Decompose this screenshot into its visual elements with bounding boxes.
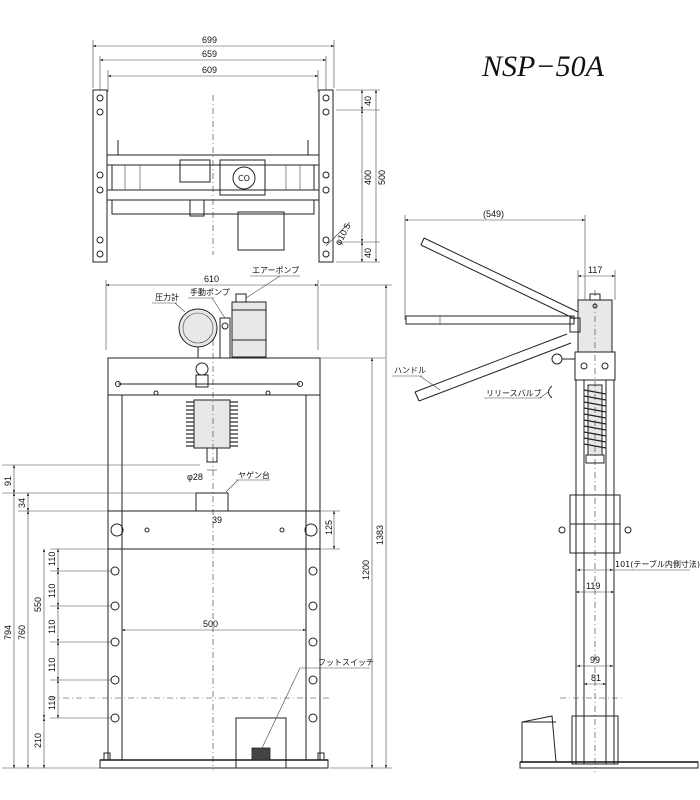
side-base <box>519 761 699 769</box>
foot-switch-label: フットスイッチ <box>318 658 374 667</box>
dim-110-2: 110 <box>47 584 57 598</box>
front-view: 610 エアーポンプ 手動ポンプ 圧力計 <box>2 266 392 770</box>
handle-level <box>405 315 575 325</box>
handle-down <box>414 333 572 402</box>
bed-table <box>107 510 321 550</box>
dim-81: 81 <box>591 673 601 683</box>
dim-659: 659 <box>202 49 217 59</box>
ram <box>206 447 218 463</box>
dim-117: 117 <box>588 265 602 275</box>
dim-400: 400 <box>363 170 373 185</box>
pressure-gauge-label: 圧力計 <box>155 292 179 302</box>
dim-609: 609 <box>202 65 217 75</box>
dim-1383: 1383 <box>375 525 385 545</box>
yagen-label: ヤゲン台 <box>238 470 270 480</box>
dim-699: 699 <box>202 35 217 45</box>
dim-500-inner: 500 <box>203 619 218 629</box>
air-pump <box>231 301 267 358</box>
dim-110-4: 110 <box>47 658 57 672</box>
handle-up <box>420 237 579 320</box>
dim-125: 125 <box>324 520 334 535</box>
dim-119: 119 <box>586 581 600 591</box>
handle-label: ハンドル <box>394 366 426 375</box>
dim-549: (549) <box>483 209 504 219</box>
side-foot-switch <box>521 715 557 763</box>
model-title: NSP−50A <box>481 50 605 83</box>
dim-110-1: 110 <box>47 552 57 566</box>
dim-40a: 40 <box>363 96 373 106</box>
dim-110-5: 110 <box>47 696 57 710</box>
front-base <box>99 759 329 769</box>
dim-39: 39 <box>212 515 222 525</box>
release-valve-knob <box>195 362 209 376</box>
hand-pump <box>219 317 231 359</box>
top-view: 699 659 609 CO <box>92 35 387 263</box>
top-reservoir <box>237 211 285 251</box>
dim-40b: 40 <box>363 248 373 258</box>
dim-91: 91 <box>3 476 13 486</box>
dim-ram-dia: φ28 <box>187 472 203 482</box>
yagen-table <box>195 492 229 512</box>
dim-210: 210 <box>33 733 43 748</box>
left-side-plate <box>92 89 108 263</box>
dim-760: 760 <box>17 625 27 640</box>
release-valve <box>551 353 563 365</box>
cylinder <box>193 399 231 449</box>
dim-610: 610 <box>204 274 219 284</box>
dim-99: 99 <box>590 655 600 665</box>
dim-110-3: 110 <box>47 620 57 634</box>
dim-hole-dia: φ10.5 <box>333 222 353 247</box>
dim-550: 550 <box>33 597 43 612</box>
dim-34: 34 <box>17 498 27 508</box>
left-column <box>107 394 123 761</box>
foot-switch <box>235 717 287 769</box>
table-inner-label: 101(テーブル内側寸法) <box>615 559 700 569</box>
air-pump-label: エアーポンプ <box>252 266 299 275</box>
dim-1200: 1200 <box>361 560 371 580</box>
gauge-face-text: CO <box>238 174 250 183</box>
pressure-gauge <box>178 308 218 348</box>
dim-794: 794 <box>3 625 13 640</box>
front-top-beam <box>107 357 321 396</box>
side-view: (549) 117 ハンドル <box>392 209 700 772</box>
right-side-plate <box>318 89 334 263</box>
release-valve-label: リリースバルブ <box>486 388 542 398</box>
right-column <box>305 394 321 761</box>
top-gauge-circle <box>232 166 256 190</box>
hand-pump-label: 手動ポンプ <box>190 287 230 297</box>
dim-500: 500 <box>377 170 387 185</box>
